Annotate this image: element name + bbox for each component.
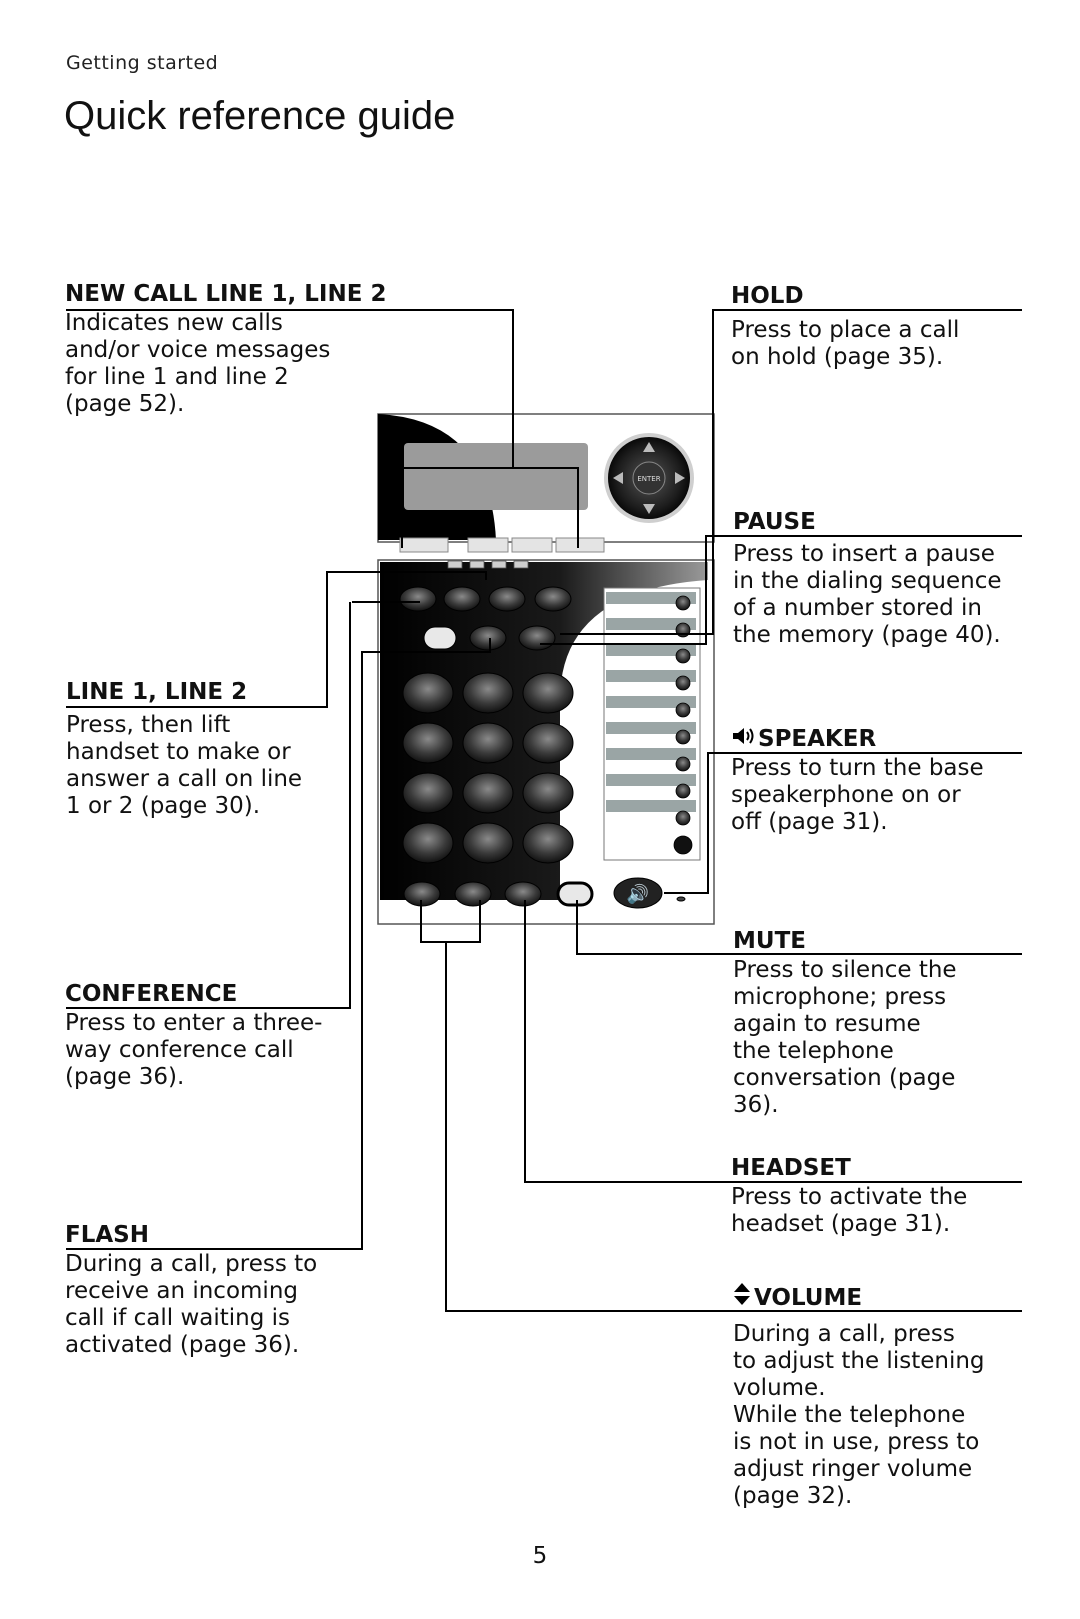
section-label: Getting started	[66, 52, 219, 74]
up-down-arrows-icon	[733, 1282, 751, 1313]
phone-display-area: ENTER	[377, 413, 715, 553]
callout-heading: PAUSE	[733, 509, 816, 535]
leader-lines	[66, 309, 1022, 1312]
bottom-keys: 🔊	[403, 877, 686, 909]
callout-flash: FLASH During a call, press to receive an…	[65, 1221, 317, 1359]
callout-heading: SPEAKER	[731, 725, 984, 753]
callout-description: Press to activate the headset (page 31).	[731, 1184, 968, 1237]
callout-hold: HOLD Press to place a call on hold (page…	[731, 282, 959, 371]
callout-description: Press to insert a pause in the dialing s…	[733, 541, 1002, 648]
nav-key[interactable]: ENTER	[604, 433, 694, 523]
callout-description: During a call, press to receive an incom…	[65, 1251, 318, 1358]
callout-pause: PAUSE Press to insert a pause in the dia…	[733, 508, 1002, 649]
lcd-screen	[404, 443, 588, 510]
memory-strip	[603, 587, 701, 861]
enter-key-label: ENTER	[637, 475, 660, 483]
callout-mute: MUTE Press to silence the microphone; pr…	[733, 927, 957, 1119]
callout-heading-text: SPEAKER	[758, 726, 877, 752]
callout-description: Indicates new calls and/or voice message…	[65, 310, 331, 417]
page-title: Quick reference guide	[64, 94, 456, 138]
page-number: 5	[532, 1543, 548, 1569]
callout-headset: HEADSET Press to activate the headset (p…	[731, 1154, 967, 1238]
callout-volume: VOLUME During a call, press to adjust th…	[733, 1282, 985, 1510]
function-keys-row1	[399, 586, 572, 612]
callout-new-call: NEW CALL LINE 1, LINE 2 Indicates new ca…	[65, 280, 386, 418]
dial-pad	[402, 672, 574, 864]
callout-description: Press to turn the base speakerphone on o…	[731, 755, 984, 835]
callout-conference: CONFERENCE Press to enter a three- way c…	[65, 980, 322, 1091]
callout-description: Press to enter a three- way conference c…	[65, 1010, 323, 1090]
callout-heading-text: VOLUME	[754, 1284, 863, 1311]
callout-heading: FLASH	[65, 1222, 149, 1248]
callout-heading: NEW CALL LINE 1, LINE 2	[65, 281, 387, 307]
callout-description: Press, then lift handset to make or answ…	[66, 712, 303, 819]
svg-text:🔊: 🔊	[627, 883, 649, 905]
callout-heading: HOLD	[731, 283, 804, 309]
callout-heading: HEADSET	[731, 1155, 851, 1181]
callout-heading: LINE 1, LINE 2	[66, 679, 248, 705]
soft-keys	[399, 537, 605, 553]
callout-description: Press to silence the microphone; press a…	[733, 957, 957, 1118]
callout-description: During a call, press to adjust the liste…	[733, 1321, 985, 1509]
new-call-indicators	[447, 560, 529, 569]
callout-description: Press to place a call on hold (page 35).	[731, 317, 960, 370]
callout-speaker: SPEAKER Press to turn the base speakerph…	[731, 725, 984, 836]
callout-heading: CONFERENCE	[65, 981, 238, 1007]
phone-body: 🔊	[377, 559, 715, 925]
callout-heading: VOLUME	[733, 1282, 985, 1313]
speaker-icon	[731, 725, 755, 753]
callout-line: LINE 1, LINE 2 Press, then lift handset …	[66, 678, 302, 820]
callout-heading: MUTE	[733, 928, 806, 954]
